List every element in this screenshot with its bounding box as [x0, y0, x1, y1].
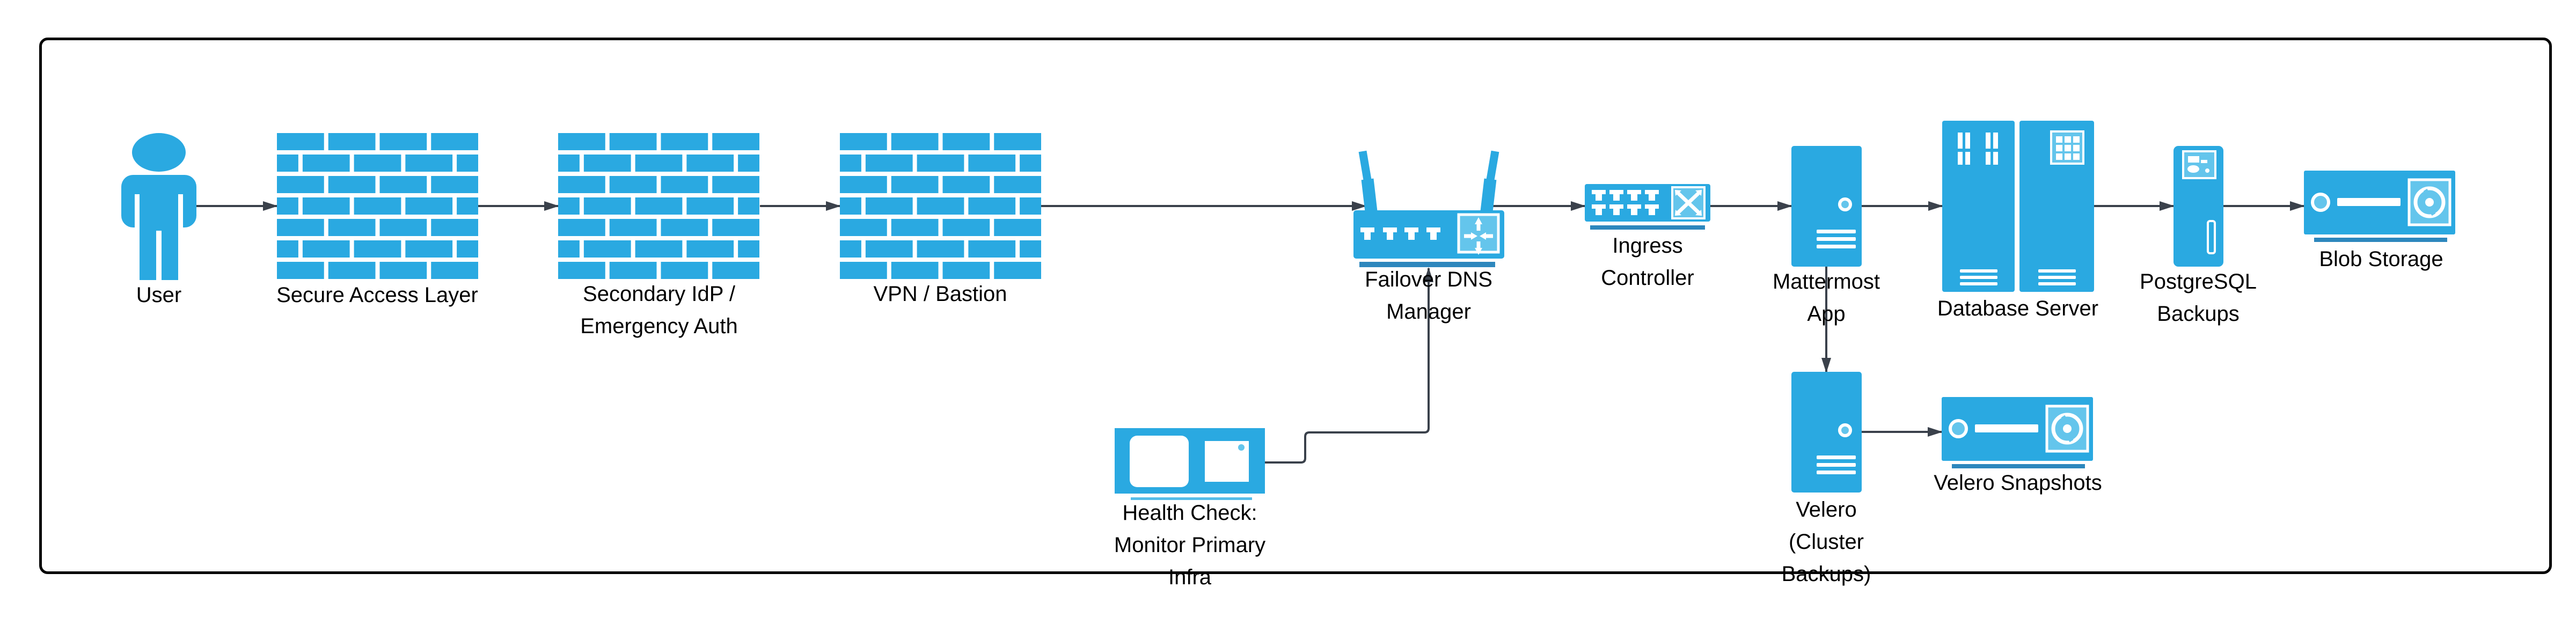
node-label-secure-access: Secure Access Layer: [276, 283, 478, 307]
person-icon: [121, 133, 196, 280]
backup-tower-icon: [2172, 145, 2224, 268]
node-label-database: Database Server: [1937, 297, 2099, 320]
network-switch-icon: [1585, 184, 1710, 230]
firewall-icon: [558, 133, 759, 279]
node-label-pg-backups: PostgreSQL Backups: [2140, 270, 2257, 326]
node-label-health: Health Check: Monitor Primary Infra: [1114, 501, 1266, 589]
storage-array-icon: [1942, 397, 2093, 468]
node-label-mattermost: Mattermost App: [1772, 270, 1880, 326]
firewall-icon: [840, 133, 1041, 279]
node-label-user: User: [136, 283, 182, 307]
node-label-secondary-idp: Secondary IdP / Emergency Auth: [580, 282, 738, 338]
storage-array-icon: [2304, 171, 2455, 242]
node-label-blob: Blob Storage: [2319, 247, 2443, 271]
firewall-icon: [277, 133, 478, 279]
node-label-velero-snapshots: Velero Snapshots: [1934, 471, 2102, 495]
node-label-failover-dns: Failover DNS Manager: [1365, 268, 1492, 324]
server-rack-icon: [1941, 120, 2095, 293]
wireless-router-icon: [1353, 146, 1504, 267]
monitor-icon: [1115, 428, 1265, 500]
node-label-ingress: Ingress Controller: [1601, 234, 1694, 290]
node-label-velero: Velero (Cluster Backups): [1781, 498, 1871, 586]
server-tower-icon: [1791, 372, 1862, 493]
node-label-vpn-bastion: VPN / Bastion: [873, 282, 1007, 306]
server-tower-icon: [1791, 146, 1862, 267]
edge-health-dns: [1265, 267, 1433, 464]
